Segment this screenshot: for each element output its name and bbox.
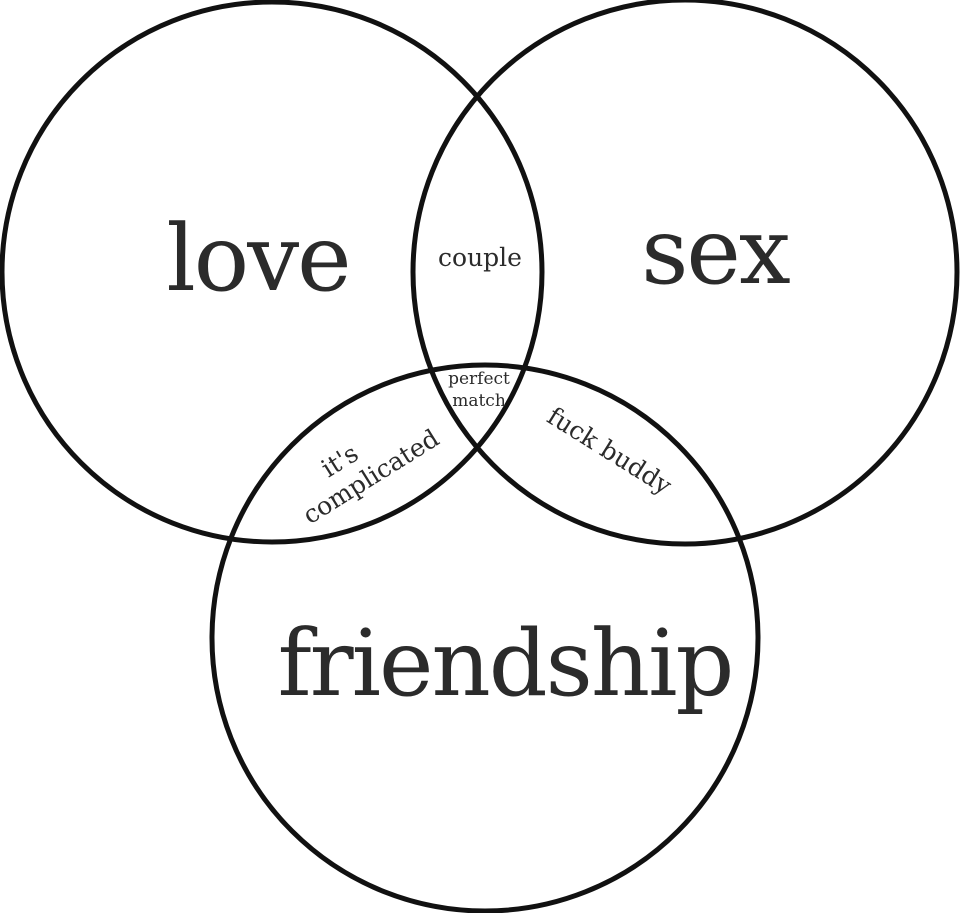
label-sex: sex [641,198,790,305]
circle-love [0,0,545,545]
circle-friendship [209,362,761,913]
label-couple: couple [438,243,522,272]
label-complicated: complicated [298,423,444,529]
label-love: love [166,205,349,312]
label-match: match [452,391,506,411]
circle-sex [410,0,960,547]
label-its-complicated: it's complicated [298,423,444,529]
label-fuck-buddy: fuck buddy [542,401,677,501]
label-perfect: perfect [448,369,510,389]
label-friendship: friendship [278,610,733,717]
